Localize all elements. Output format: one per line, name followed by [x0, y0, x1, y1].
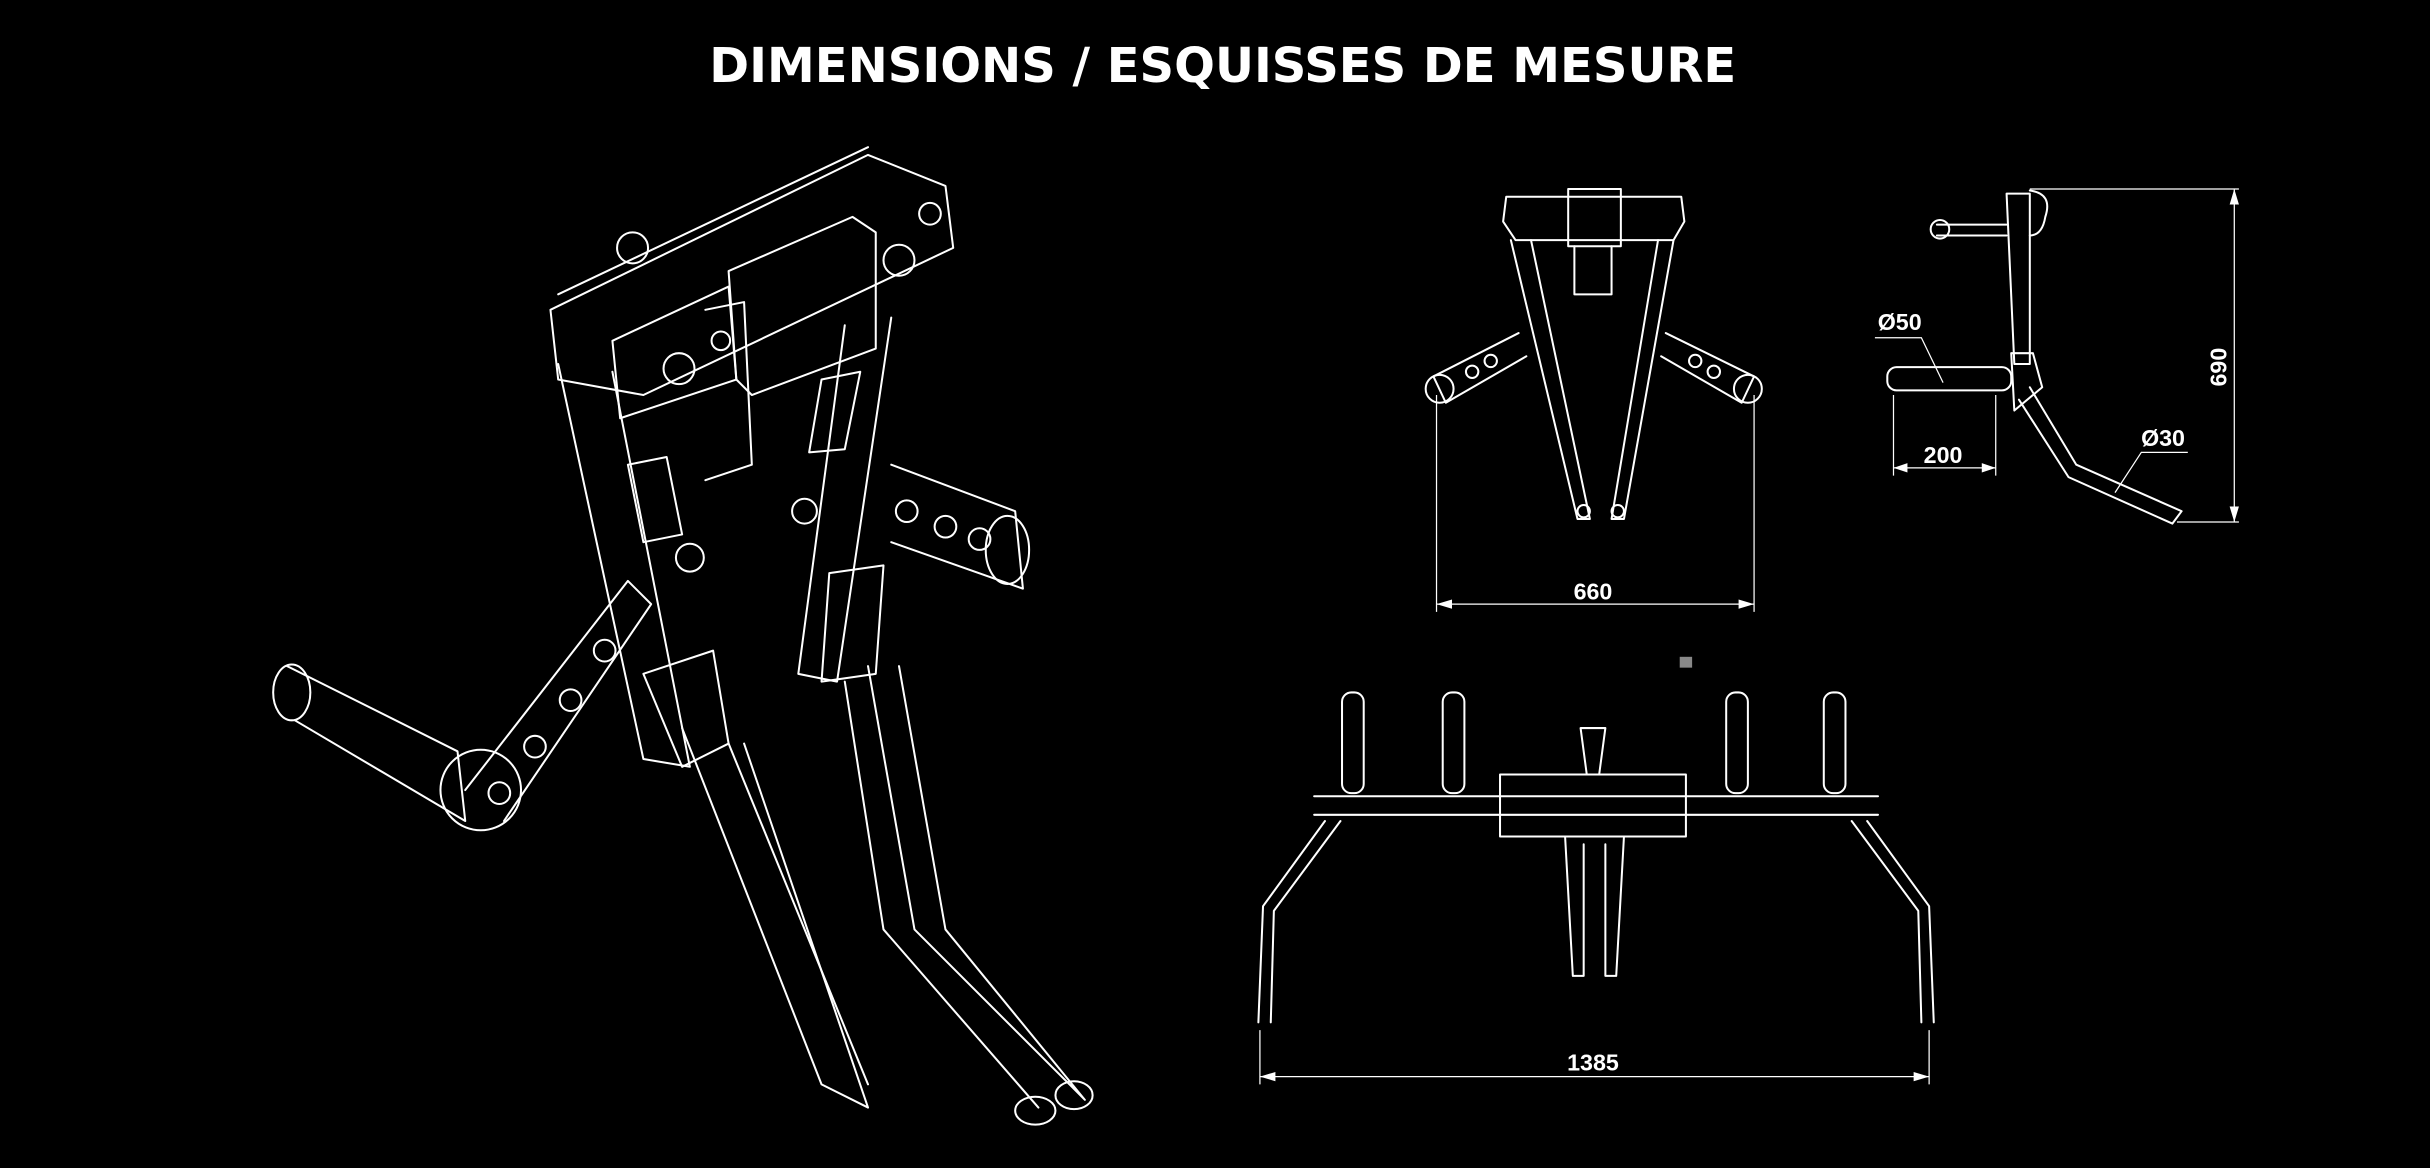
front-view: 660 [1424, 187, 1763, 612]
handle-length-label: 200 [1924, 442, 1963, 468]
isometric-view [272, 146, 1094, 1126]
front-width-label: 660 [1574, 578, 1613, 604]
grip-diameter-label: Ø30 [2141, 425, 2185, 451]
side-view: 690 200 Ø50 Ø30 [1874, 188, 2239, 525]
top-view: 1385 [1257, 691, 1935, 1085]
handle-diameter-label: Ø50 [1878, 309, 1922, 335]
side-height-label: 690 [2206, 348, 2232, 387]
top-width-label: 1385 [1567, 1049, 1619, 1075]
small-marker-icon [1679, 656, 1693, 668]
page-title: DIMENSIONS / ESQUISSES DE MESURE [709, 38, 1736, 94]
